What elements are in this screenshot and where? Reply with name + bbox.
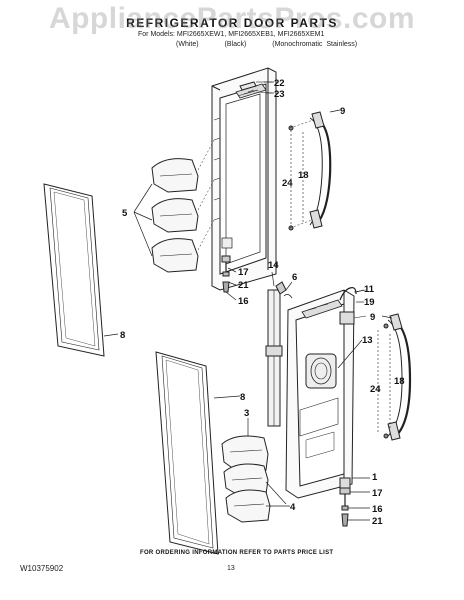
callout-18-lower: 18 [394, 376, 405, 387]
callout-9-lower: 9 [370, 312, 375, 323]
upper-door [211, 67, 277, 291]
upper-door-gasket [43, 183, 105, 357]
callout-16-lower: 16 [372, 504, 383, 515]
door-hinge-rod [265, 281, 293, 427]
callout-23: 23 [274, 89, 285, 100]
callout-1: 1 [372, 472, 378, 483]
callout-8-lower: 8 [240, 392, 245, 403]
upper-handle [288, 111, 332, 231]
lower-handle [377, 313, 412, 441]
callout-9-upper: 9 [340, 106, 345, 117]
ordering-note: FOR ORDERING INFORMATION REFER TO PARTS … [140, 550, 334, 556]
callout-6: 6 [292, 272, 297, 283]
document-number: W10375902 [20, 564, 64, 573]
lower-hinge-hardware [339, 487, 351, 527]
upper-hinge-hardware [221, 255, 231, 293]
model-list: For Models: MFI2665XEW1, MFI2665XEB1, MF… [138, 31, 325, 38]
callout-22: 22 [274, 78, 285, 89]
callout-5: 5 [122, 208, 128, 219]
callout-3: 3 [244, 408, 249, 419]
variant-white: (White) [176, 41, 199, 48]
lower-door [285, 289, 355, 499]
callout-19: 19 [364, 297, 375, 308]
callout-17-lower: 17 [372, 488, 383, 499]
callout-21-lower: 21 [372, 516, 383, 527]
callout-labels: 22 23 9 24 18 5 17 21 16 14 6 11 19 9 13… [120, 78, 405, 527]
variant-black: (Black) [224, 41, 247, 48]
callout-16-upper: 16 [238, 296, 249, 307]
upper-door-bins [151, 139, 215, 273]
callout-4: 4 [290, 502, 296, 513]
lower-door-bins [221, 435, 271, 523]
variant-stainless: (Monochromatic Stainless) [272, 41, 358, 48]
lower-door-gasket [155, 351, 219, 555]
callout-24-upper: 24 [282, 178, 293, 189]
callout-8-upper: 8 [120, 330, 125, 341]
callout-21-upper: 21 [238, 280, 249, 291]
page-number: 13 [227, 565, 235, 572]
callout-11: 11 [364, 284, 375, 295]
callout-17-upper: 17 [238, 267, 249, 278]
page-title: REFRIGERATOR DOOR PARTS [126, 16, 338, 30]
callout-14: 14 [268, 260, 279, 271]
callout-24-lower: 24 [370, 384, 381, 395]
callout-13: 13 [362, 335, 373, 346]
callout-18-upper: 18 [298, 170, 309, 181]
color-variants: (White) (Black) (Monochromatic Stainless… [176, 41, 357, 48]
leader-lines [103, 81, 393, 521]
